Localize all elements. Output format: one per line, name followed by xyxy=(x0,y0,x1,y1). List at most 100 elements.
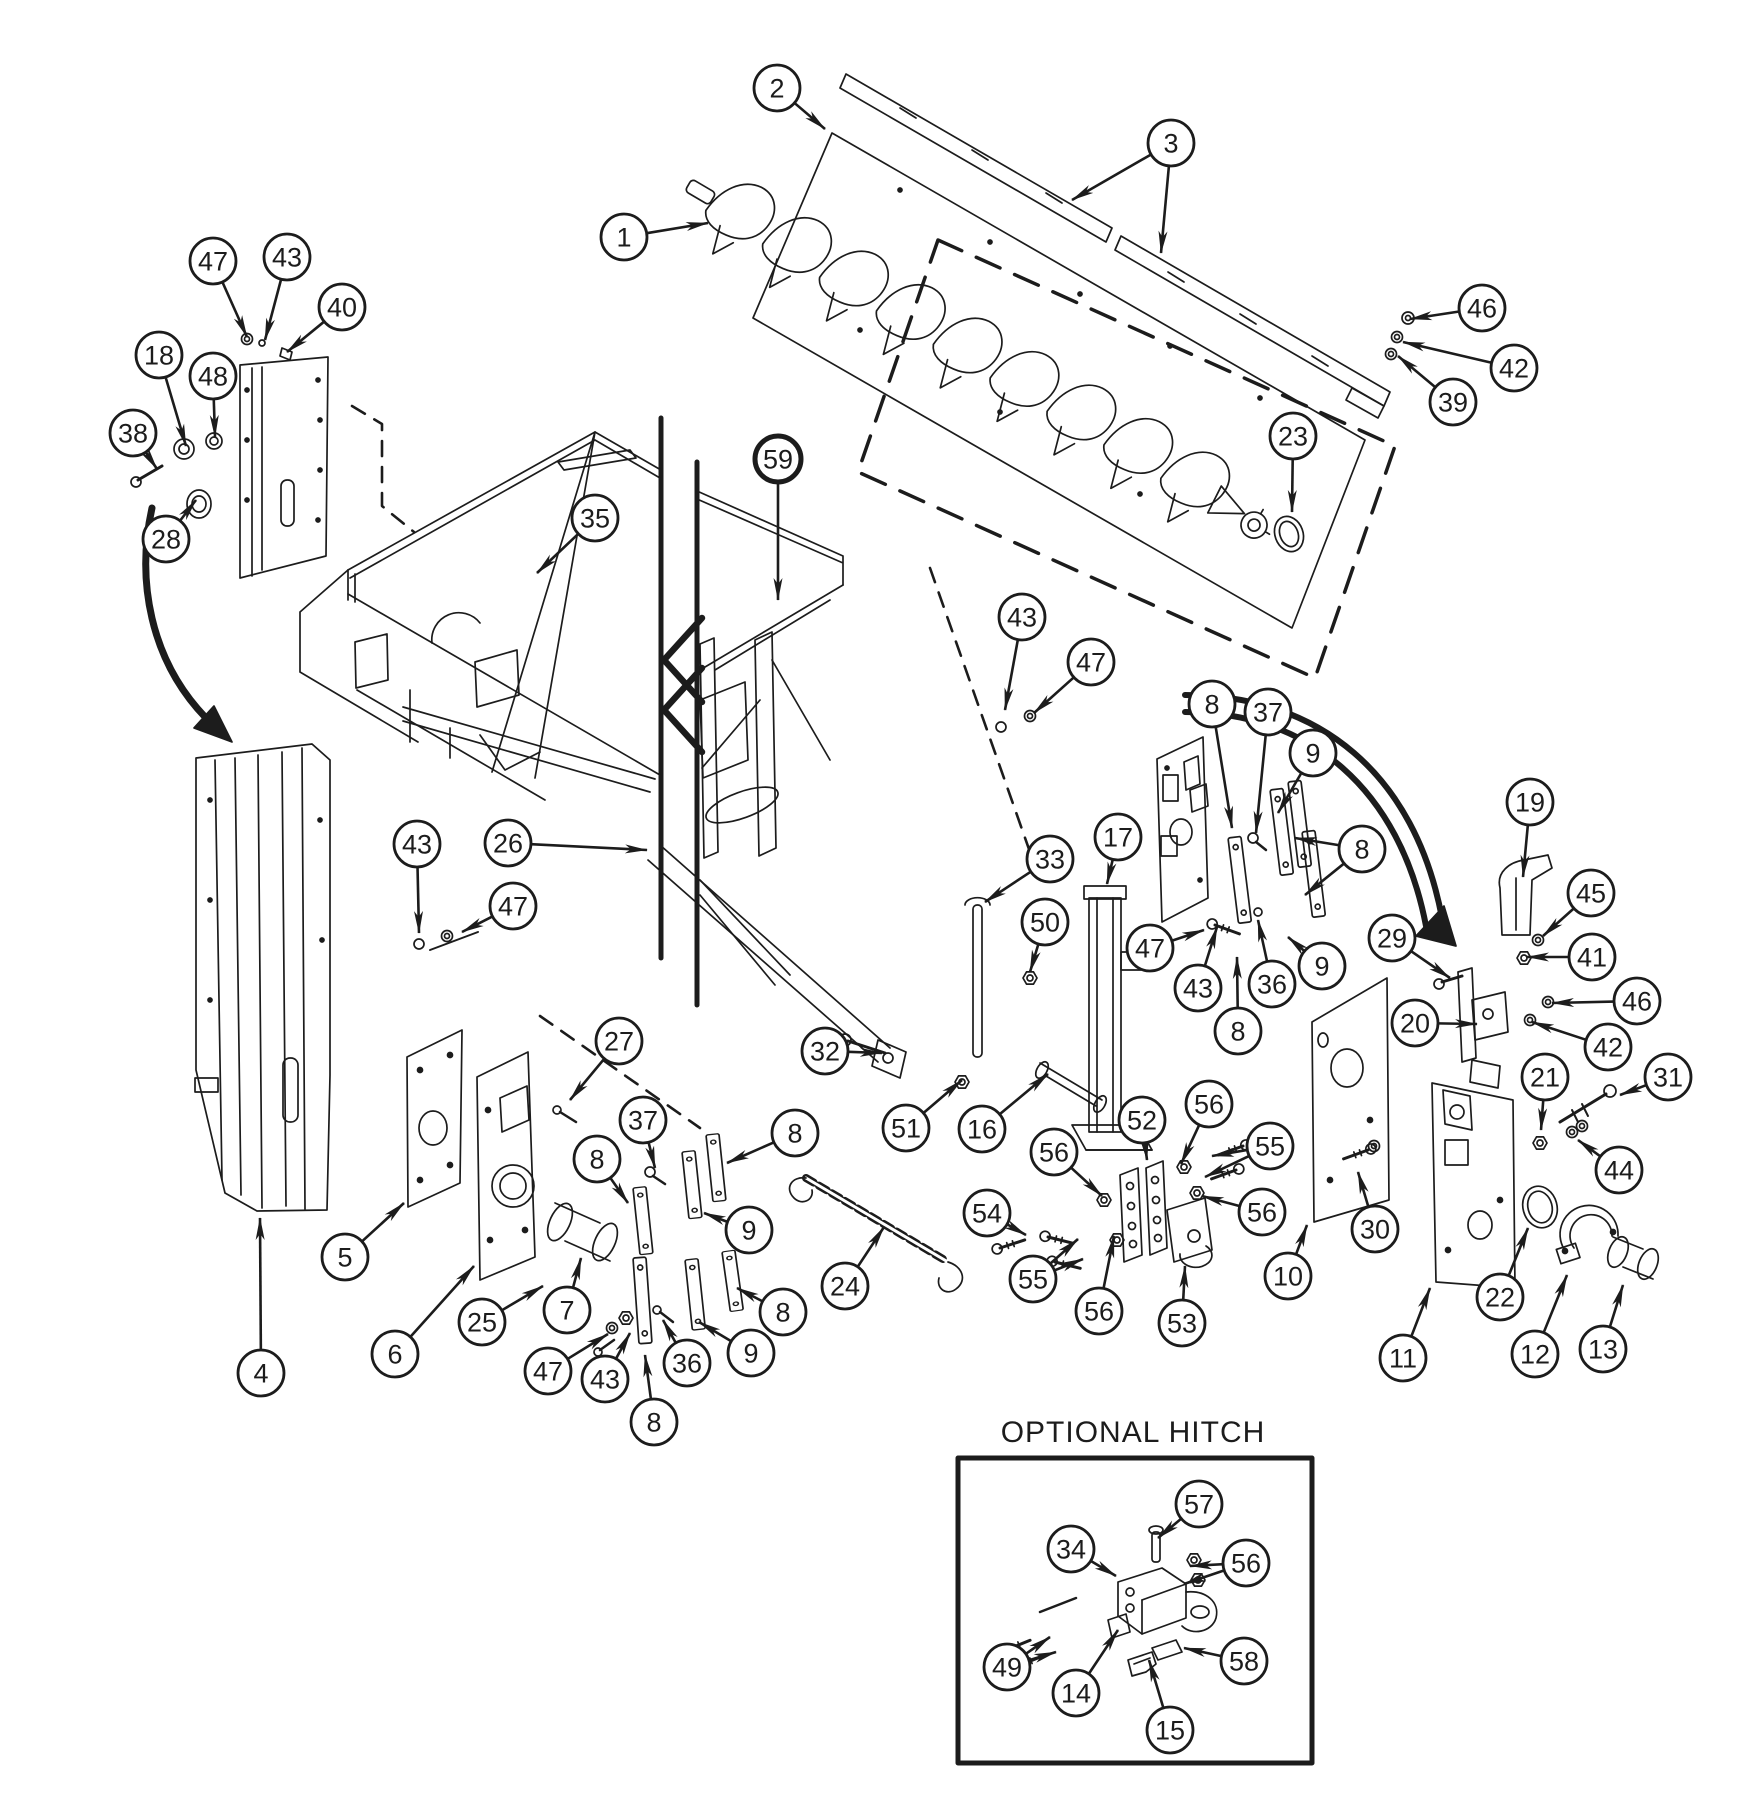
callout-54: 54 xyxy=(962,1188,1027,1238)
callout-number: 28 xyxy=(151,525,181,555)
callout-48: 48 xyxy=(188,351,238,438)
callout-number: 27 xyxy=(604,1027,634,1057)
leader-line xyxy=(263,278,283,341)
leader-line xyxy=(1003,639,1020,711)
leader-line xyxy=(1294,1224,1309,1255)
left-access-panel xyxy=(239,356,329,579)
callout-balloon xyxy=(997,592,1047,642)
rear-plate-right xyxy=(1431,1059,1516,1289)
callout-6: 6 xyxy=(370,1265,475,1379)
callout-8: 8 xyxy=(629,1354,679,1447)
strip-end-fasteners xyxy=(1384,311,1415,361)
callout-12: 12 xyxy=(1510,1274,1569,1379)
callout-balloon xyxy=(542,1285,592,1335)
callout-number: 39 xyxy=(1438,388,1468,418)
callout-balloon xyxy=(1173,963,1223,1013)
callout-number: 43 xyxy=(590,1365,620,1395)
callout-number: 56 xyxy=(1247,1198,1277,1228)
leader-line xyxy=(847,1047,883,1057)
plate-6 xyxy=(476,1051,536,1281)
leader-line xyxy=(1608,1284,1625,1328)
callout-17: 17 xyxy=(1093,812,1143,885)
optional-hitch-inset xyxy=(955,1455,1315,1766)
callout-balloon xyxy=(1157,1298,1207,1348)
callout-42: 42 xyxy=(1402,340,1539,393)
callout-number: 47 xyxy=(198,247,228,277)
callout-balloon xyxy=(724,1205,774,1255)
leader-line xyxy=(1619,1083,1647,1097)
callout-number: 45 xyxy=(1576,879,1606,909)
callout-balloon xyxy=(1117,1095,1167,1145)
callout-number: 8 xyxy=(1204,690,1219,720)
callout-number: 47 xyxy=(498,892,528,922)
leader-line xyxy=(141,448,159,470)
leader-line xyxy=(255,1217,265,1351)
callout-number: 49 xyxy=(992,1653,1022,1683)
callout-19: 19 xyxy=(1505,777,1555,878)
leader-line xyxy=(1183,1646,1222,1658)
callout-number: 34 xyxy=(1056,1535,1086,1565)
break-lines xyxy=(658,415,706,1008)
callout-balloon xyxy=(1237,1187,1287,1237)
leader-line xyxy=(726,1141,775,1165)
callout-number: 21 xyxy=(1530,1063,1560,1093)
leader-line xyxy=(646,221,709,235)
leader-line xyxy=(501,1284,544,1312)
leader-line xyxy=(1139,1137,1149,1161)
callout-number: 24 xyxy=(830,1272,860,1302)
callout-8: 8 xyxy=(1187,679,1237,829)
callout-20: 20 xyxy=(1390,998,1478,1048)
cover-panel-part xyxy=(752,132,1366,629)
callout-number: 37 xyxy=(1253,698,1283,728)
callout-number: 55 xyxy=(1018,1265,1048,1295)
callout-56: 56 xyxy=(1201,1187,1287,1237)
callout-balloon xyxy=(594,1016,644,1066)
leader-line xyxy=(1102,1235,1116,1289)
callout-balloon xyxy=(1268,411,1318,461)
callout-number: 18 xyxy=(144,341,174,371)
leader-line xyxy=(409,1265,475,1338)
callout-9: 9 xyxy=(1287,936,1347,991)
callout-number: 13 xyxy=(1588,1335,1618,1365)
callout-8: 8 xyxy=(736,1286,808,1337)
callout-balloon xyxy=(629,1397,679,1447)
callout-balloon xyxy=(188,236,238,286)
wear-strip-part xyxy=(839,73,1391,419)
leader-line xyxy=(1147,1659,1165,1709)
callout-26: 26 xyxy=(483,818,648,868)
callout-balloon xyxy=(1505,777,1555,827)
callout-5: 5 xyxy=(320,1202,405,1282)
callout-8: 8 xyxy=(572,1134,630,1204)
callout-47: 47 xyxy=(1125,923,1205,973)
callout-number: 43 xyxy=(402,830,432,860)
leader-line xyxy=(1158,165,1171,254)
leader-line xyxy=(1253,734,1268,834)
callout-balloon xyxy=(1243,687,1293,737)
leader-line xyxy=(1070,1166,1103,1197)
callout-number: 56 xyxy=(1194,1090,1224,1120)
callout-8: 8 xyxy=(1294,824,1387,897)
leader-line xyxy=(1294,836,1340,847)
callout-number: 8 xyxy=(589,1145,604,1175)
callout-41: 41 xyxy=(1526,932,1617,982)
plate-5 xyxy=(406,1029,463,1208)
hitch-assembly xyxy=(995,1525,1218,1677)
callout-balloon xyxy=(1125,923,1175,973)
leader-line xyxy=(1276,772,1303,814)
callout-45: 45 xyxy=(1542,868,1616,937)
auger-part xyxy=(685,168,1271,540)
leader-line xyxy=(1179,1265,1189,1301)
callout-balloon xyxy=(188,351,238,401)
leader-line xyxy=(221,281,249,338)
callout-number: 47 xyxy=(533,1357,563,1387)
leader-line xyxy=(661,1319,678,1344)
callout-balloon xyxy=(752,433,804,485)
callout-balloon xyxy=(599,212,649,262)
callout-number: 17 xyxy=(1103,823,1133,853)
jack-stand xyxy=(1071,885,1153,1151)
callout-balloon xyxy=(1567,932,1617,982)
callout-37: 37 xyxy=(1243,687,1293,834)
callout-47: 47 xyxy=(523,1332,609,1396)
leader-line xyxy=(1053,1257,1084,1272)
leader-line xyxy=(1437,1019,1478,1029)
